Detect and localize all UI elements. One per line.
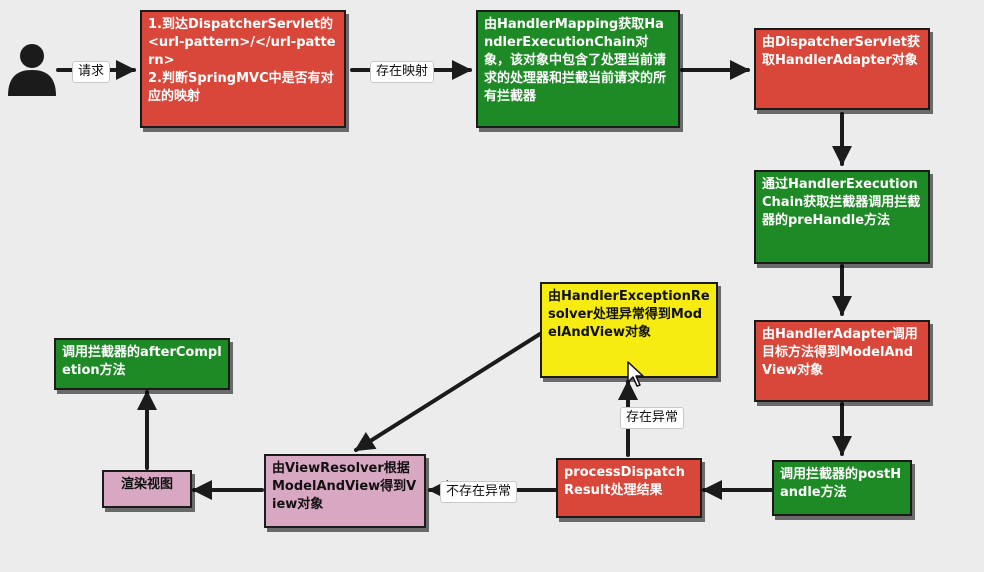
node-process-dispatch-result: processDispatchResult处理结果 [556,458,702,518]
node-pre-handle: 通过HandlerExecutionChain获取拦截器调用拦截器的preHan… [754,170,930,264]
node-dispatcher-servlet: 1.到达DispatcherServlet的<url-pattern>/</ur… [140,10,346,128]
label-no-exception: 不存在异常 [440,481,518,503]
arrow-resolver-to-view [354,332,542,452]
mouse-cursor-icon [627,361,644,387]
label-mapping-exists: 存在映射 [370,61,435,83]
node-view-resolver: 由ViewResolver根据ModelAndView得到View对象 [264,454,426,528]
node-handler-adapter: 由DispatcherServlet获取HandlerAdapter对象 [754,28,930,110]
label-request: 请求 [72,61,111,83]
user-icon [8,44,56,96]
node-render-view: 渲染视图 [102,470,192,508]
node-post-handle: 调用拦截器的postHandle方法 [772,460,912,516]
node-after-completion: 调用拦截器的afterCompletion方法 [54,338,230,390]
label-exception-exists: 存在异常 [620,407,685,429]
node-invoke-target: 由HandlerAdapter调用目标方法得到ModelAndView对象 [754,320,930,402]
node-handler-mapping: 由HandlerMapping获取HandlerExecutionChain对象… [476,10,680,128]
